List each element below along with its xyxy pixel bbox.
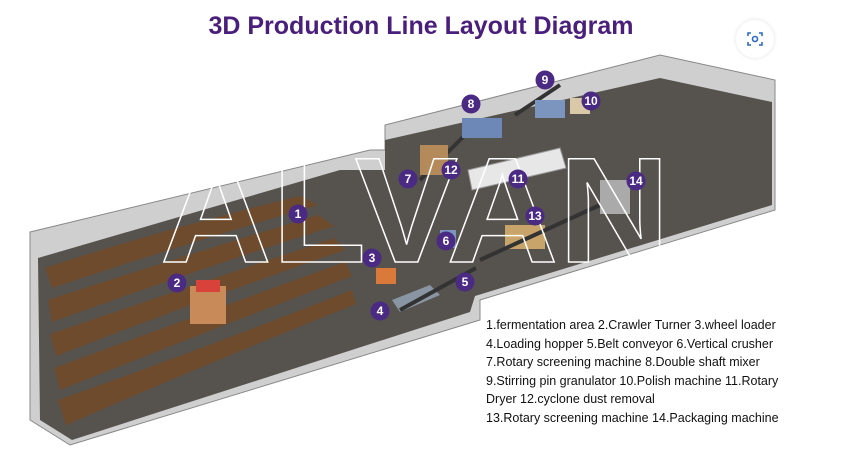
marker-1: 1 <box>288 204 308 224</box>
marker-label: 2 <box>174 276 181 290</box>
marker-13: 13 <box>525 206 545 226</box>
marker-circle <box>508 169 528 189</box>
marker-label: 3 <box>369 251 376 265</box>
marker-circle <box>167 273 187 293</box>
marker-10: 10 <box>581 91 601 111</box>
marker-14: 14 <box>626 171 646 191</box>
marker-4: 4 <box>370 301 390 321</box>
marker-circle <box>455 272 475 292</box>
marker-label: 11 <box>512 172 525 186</box>
marker-circle <box>535 70 555 90</box>
marker-label: 12 <box>444 163 458 177</box>
legend-line: 13.Rotary screening machine 14.Packaging… <box>486 410 779 425</box>
marker-7: 7 <box>398 169 418 189</box>
marker-circle <box>441 160 461 180</box>
marker-3: 3 <box>362 248 382 268</box>
legend-line: Dryer 12.cyclone dust removal <box>486 392 655 407</box>
marker-label: 14 <box>629 174 643 188</box>
marker-label: 9 <box>542 73 549 87</box>
marker-circle <box>288 204 308 224</box>
marker-label: 13 <box>528 209 542 223</box>
marker-label: 5 <box>462 275 469 289</box>
lens-scan-icon <box>747 32 763 46</box>
marker-circle <box>370 301 390 321</box>
marker-circle <box>461 94 481 114</box>
legend-line: 7.Rotary screening machine 8.Double shaf… <box>486 355 760 370</box>
marker-circle <box>436 231 456 251</box>
marker-9: 9 <box>535 70 555 90</box>
marker-circle <box>398 169 418 189</box>
legend-line: 4.Loading hopper 5.Belt conveyor 6.Verti… <box>486 336 773 351</box>
marker-circle <box>525 206 545 226</box>
marker-label: 4 <box>377 304 384 318</box>
watermark-logo: ALVAN <box>160 126 670 294</box>
legend-line: 9.Stirring pin granulator 10.Polish mach… <box>486 373 779 388</box>
marker-label: 6 <box>443 234 450 248</box>
marker-circle <box>626 171 646 191</box>
marker-8: 8 <box>461 94 481 114</box>
marker-12: 12 <box>441 160 461 180</box>
legend-line: 1.fermentation area 2.Crawler Turner 3.w… <box>486 318 776 332</box>
windrows <box>45 196 356 425</box>
marker-label: 7 <box>405 172 412 186</box>
marker-2: 2 <box>167 273 187 293</box>
marker-label: 1 <box>295 207 302 221</box>
marker-5: 5 <box>455 272 475 292</box>
marker-6: 6 <box>436 231 456 251</box>
page-title: 3D Production Line Layout Diagram <box>208 12 634 40</box>
marker-circle <box>362 248 382 268</box>
marker-label: 10 <box>584 94 598 108</box>
marker-label: 8 <box>468 97 475 111</box>
legend: 1.fermentation area 2.Crawler Turner 3.w… <box>486 316 779 428</box>
marker-circle <box>581 91 601 111</box>
visual-search-button[interactable] <box>736 20 774 58</box>
marker-11: 11 <box>508 169 528 189</box>
